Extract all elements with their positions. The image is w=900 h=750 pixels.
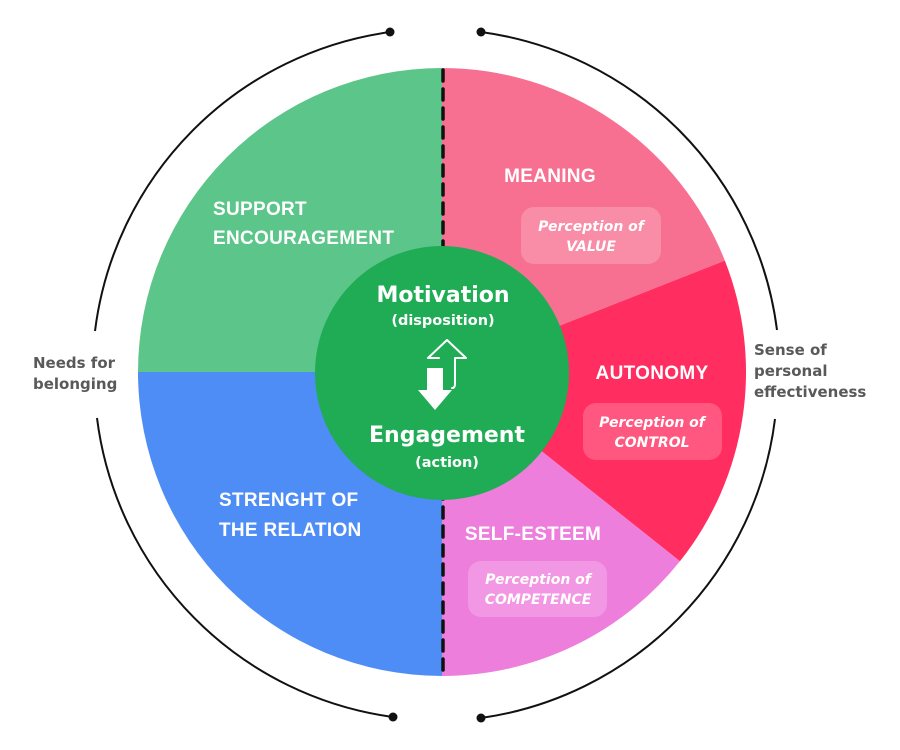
pill-text: COMPETENCE xyxy=(485,592,592,608)
segment-title: SUPPORT xyxy=(213,199,307,220)
arrow-up-hook xyxy=(451,383,456,389)
two-way-arrows-icon xyxy=(418,339,467,410)
label-strength: STRENGHT OF THE RELATION xyxy=(219,490,362,541)
segment-title: MEANING xyxy=(504,166,596,187)
left-arc-upper xyxy=(94,31,391,332)
pill-meaning xyxy=(521,207,661,264)
right-bracket-arc xyxy=(480,31,778,719)
center-subtitle-disposition: (disposition) xyxy=(391,313,494,329)
label-meaning: MEANING Perception of VALUE xyxy=(504,166,661,264)
center-hub: Motivation (disposition) Engagement (act… xyxy=(315,246,569,500)
label-self-esteem: SELF-ESTEEM Perception of COMPETENCE xyxy=(465,524,607,617)
arc-endpoint-dot xyxy=(385,27,395,37)
center-subtitle-action: (action) xyxy=(415,455,479,471)
pill-text: VALUE xyxy=(566,239,616,255)
left-arc-lower xyxy=(96,417,394,718)
pill-text: Perception of xyxy=(485,572,593,588)
side-label-line: personal xyxy=(754,362,827,380)
side-label-line: Sense of xyxy=(754,341,827,359)
segment-title: STRENGHT OF xyxy=(219,490,358,511)
right-side-label: Sense of personal effectiveness xyxy=(754,341,866,401)
arrow-down-filled-icon xyxy=(418,368,452,410)
segment-autonomy xyxy=(442,260,747,562)
segment-title: SELF-ESTEEM xyxy=(465,524,601,545)
side-label-line: Needs for xyxy=(33,354,116,372)
left-side-label: Needs for belonging xyxy=(33,354,117,393)
pill-text: CONTROL xyxy=(614,435,689,451)
right-arc-upper xyxy=(480,31,778,331)
pill-text: Perception of xyxy=(599,415,707,431)
arrow-up-outline-icon xyxy=(427,339,467,385)
pill-autonomy xyxy=(583,403,722,460)
pill-text: Perception of xyxy=(538,219,646,235)
label-autonomy: AUTONOMY Perception of CONTROL xyxy=(583,363,722,460)
center-title-motivation: Motivation xyxy=(376,283,509,308)
segment-title: ENCOURAGEMENT xyxy=(213,228,394,249)
right-arc-lower xyxy=(480,418,776,719)
arc-endpoint-dot xyxy=(476,27,486,37)
label-support: SUPPORT ENCOURAGEMENT xyxy=(213,199,394,249)
segment-title: AUTONOMY xyxy=(596,363,709,384)
arc-endpoint-dot xyxy=(476,713,486,723)
segment-title: THE RELATION xyxy=(219,520,362,541)
side-label-line: belonging xyxy=(33,375,117,393)
side-label-line: effectiveness xyxy=(754,383,866,401)
center-title-engagement: Engagement xyxy=(369,423,525,448)
left-bracket-arc xyxy=(94,31,394,718)
arc-endpoint-dot xyxy=(388,712,398,722)
pill-self-esteem xyxy=(468,561,607,617)
